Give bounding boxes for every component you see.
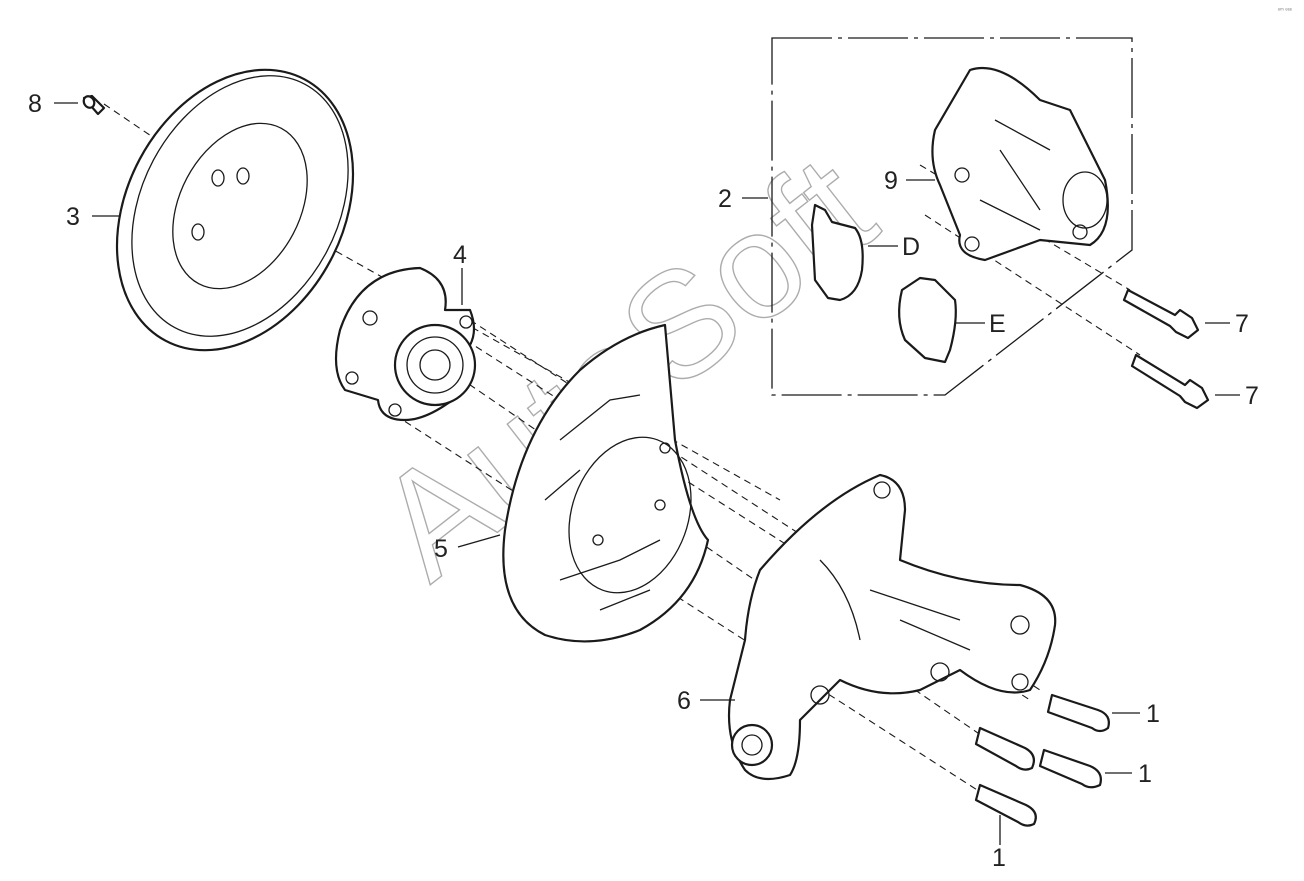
callout-9: 9	[884, 167, 898, 195]
brake-disc	[115, 68, 355, 352]
callout-7-upper: 7	[1235, 310, 1249, 338]
caliper-bolt-lower	[1130, 353, 1210, 410]
steering-knuckle	[727, 473, 1057, 781]
brake-pad-e	[898, 276, 957, 364]
brake-caliper	[931, 66, 1109, 262]
callout-3: 3	[66, 203, 80, 231]
callout-2: 2	[718, 185, 732, 213]
brake-pad-d	[810, 203, 864, 302]
callout-4: 4	[453, 241, 467, 269]
wheel-hub	[334, 266, 477, 422]
callout-7-lower: 7	[1245, 382, 1259, 410]
callout-1-middle: 1	[1138, 760, 1152, 788]
callout-6: 6	[677, 687, 691, 715]
corner-mark: ᵉᵐ ᵉᵉᵉ	[1278, 8, 1293, 14]
caliper-bolt-upper	[1122, 288, 1200, 340]
knuckle-bolts	[974, 693, 1110, 827]
dust-shield	[502, 323, 710, 643]
callout-1-upper: 1	[1146, 700, 1160, 728]
callout-leaders	[54, 102, 1240, 845]
disc-screw	[82, 94, 106, 116]
callout-d: D	[902, 233, 920, 261]
caliper-assembly-frame	[771, 37, 1133, 396]
callout-8: 8	[28, 90, 42, 118]
callout-5: 5	[434, 535, 448, 563]
callout-e: E	[989, 310, 1006, 338]
callout-1-lower: 1	[992, 844, 1006, 872]
